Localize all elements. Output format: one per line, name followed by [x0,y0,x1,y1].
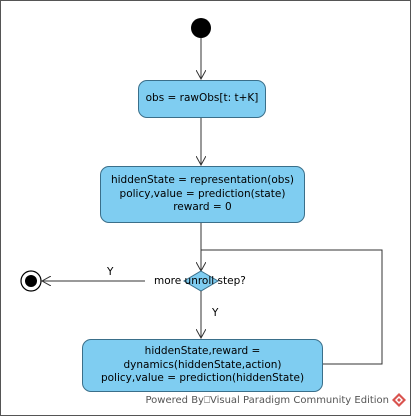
action-obs: obs = rawObs[t: t+K] [138,80,266,118]
footer-credit: Powered By⎕Visual Paradigm Community Edi… [145,395,390,406]
decision-label: more unroll step? [154,275,246,287]
visual-paradigm-logo-icon [392,393,406,407]
action-dynamics: hiddenState,reward = dynamics(hiddenStat… [82,339,323,392]
final-node-inner [25,275,37,287]
action-representation: hiddenState = representation(obs) policy… [100,166,305,223]
edge-dynamics-loop-back [201,249,383,365]
guard-to-dynamics: Y [212,307,219,319]
guard-to-final: Y [107,266,114,278]
initial-node [191,18,211,38]
